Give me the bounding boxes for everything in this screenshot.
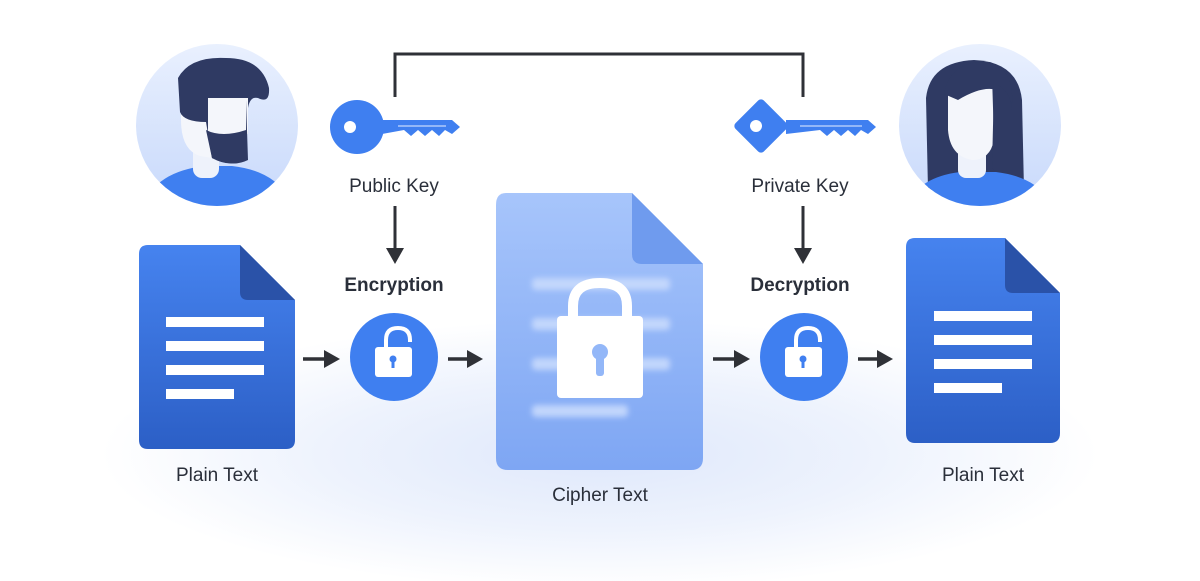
plain-text-left-label: Plain Text [175,465,259,486]
private-key-label: Private Key [751,176,849,197]
plain-text-document-right [906,238,1060,443]
decryption-lock-icon [760,313,848,401]
cipher-text-label: Cipher Text [552,485,648,506]
arrow-encryption-to-cipher [448,350,483,368]
encryption-lock-icon [350,313,438,401]
encryption-label: Encryption [344,275,444,296]
plain-text-right-label: Plain Text [941,465,1025,486]
plain-text-document-left [139,245,295,449]
arrow-decryption-to-plaintext [858,350,893,368]
private-key-icon [734,99,876,153]
sender-avatar [136,44,298,206]
arrow-plaintext-to-encryption [303,350,340,368]
private-key-down-arrow [794,206,812,264]
public-key-icon [330,100,460,154]
recipient-avatar [899,44,1061,206]
cipher-lock-icon [557,277,643,398]
cipher-text-document [496,193,703,470]
key-connector-line [393,52,805,97]
public-key-down-arrow [386,206,404,264]
arrow-cipher-to-decryption [713,350,750,368]
decryption-label: Decryption [750,275,850,296]
public-key-label: Public Key [349,176,439,197]
